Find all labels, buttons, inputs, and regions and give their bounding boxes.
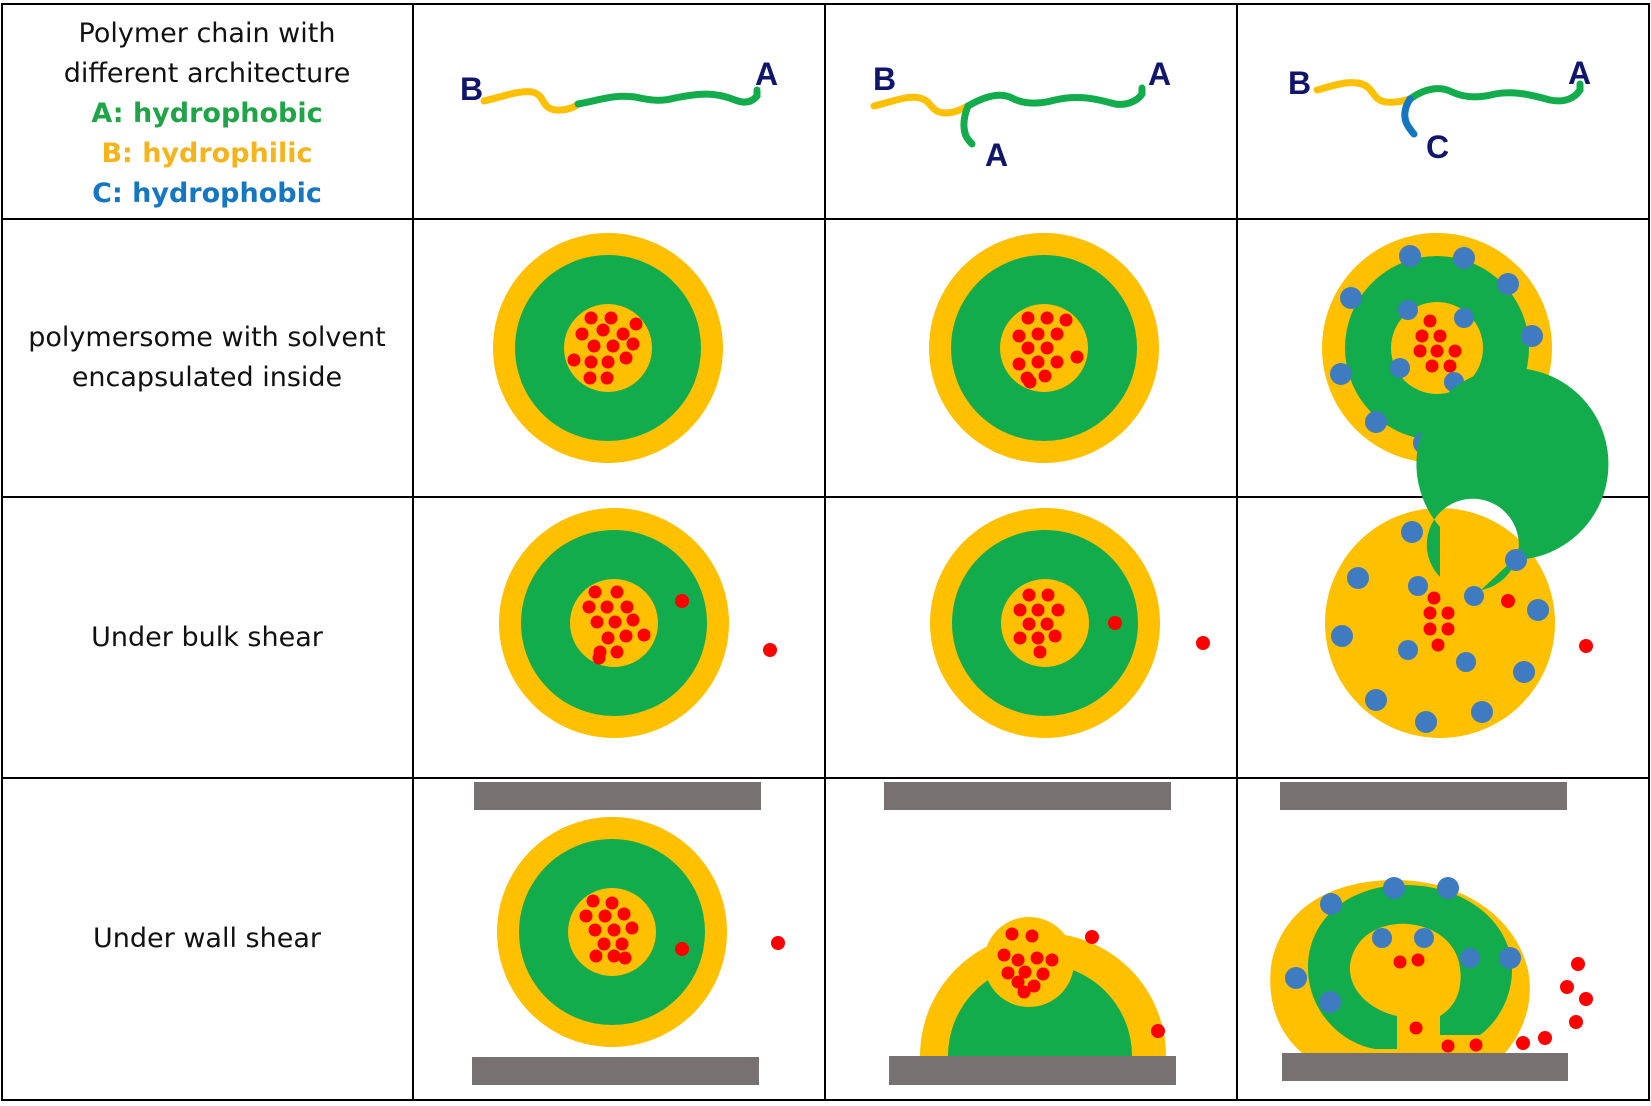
solvent-droplets [582, 585, 777, 665]
walls [472, 782, 1568, 1085]
c-blocks [1285, 877, 1521, 1013]
polymersome-bulk-2 [930, 508, 1210, 738]
chain-label-a-branch: A [985, 137, 1008, 173]
chain-label-c: C [1426, 129, 1449, 165]
polymersome-wall-2 [920, 917, 1166, 1056]
polymersome-rest-1 [493, 233, 723, 463]
row-label-bulk-shear: Under bulk shear [2, 497, 412, 778]
row-label-polymersome-line1: polymersome with solvent [28, 322, 386, 353]
chain-branched-abc: B A C [1288, 55, 1591, 165]
legend-item-a: A: hydrophobic [91, 98, 323, 129]
row-label-wall-shear: Under wall shear [2, 778, 412, 1100]
wall-top-3 [1280, 782, 1567, 810]
chain-segment-b [480, 88, 582, 114]
legend-title-line2: different architecture [63, 58, 351, 89]
chain-segment-a-main [964, 84, 1146, 110]
chain-segment-a [1406, 80, 1584, 105]
row-label-polymersome: polymersome with solvent encapsulated in… [2, 219, 412, 497]
solvent-droplets [1413, 314, 1462, 373]
wall-top-1 [474, 782, 761, 810]
c-blocks [1331, 521, 1549, 733]
polymersome-wall-1 [497, 817, 785, 1047]
chain-segment-a [574, 86, 761, 108]
chain-label-b: B [460, 71, 483, 107]
wall-bottom-1 [472, 1057, 759, 1085]
chain-segment-c [1401, 95, 1418, 138]
legend-item-c: C: hydrophobic [92, 178, 322, 209]
solvent-droplets [567, 311, 643, 385]
solvent-droplets [579, 894, 785, 965]
row-label-polymersome-line2: encapsulated inside [71, 362, 343, 393]
chain-segment-a-branch [960, 102, 976, 148]
chain-segment-b [1313, 79, 1414, 106]
table-grid [1, 3, 1650, 1101]
solvent-droplets [1393, 953, 1593, 1053]
chain-label-a: A [1568, 55, 1591, 91]
wall-bottom-3 [1282, 1053, 1568, 1081]
chain-label-b: B [873, 61, 896, 97]
solvent-droplets [1423, 591, 1593, 653]
chain-label-a-main: A [1148, 56, 1171, 92]
chain-label-b: B [1288, 65, 1311, 101]
solvent-droplets [1012, 311, 1084, 389]
chain-branched-aba: B A A [870, 56, 1171, 173]
chain-segment-b [870, 93, 972, 117]
polymersome-wall-3 [1270, 877, 1593, 1053]
polymersome-bulk-1 [499, 508, 777, 738]
wall-bottom-2 [889, 1056, 1176, 1085]
polymersome-bulk-3 [1325, 368, 1609, 738]
solvent-droplets [1013, 588, 1210, 659]
chain-linear-ab: B A [460, 56, 778, 114]
legend-title-line1: Polymer chain with [78, 18, 336, 49]
chain-label-a: A [755, 56, 778, 92]
wall-top-2 [884, 782, 1171, 810]
polymersome-rest-2 [929, 233, 1159, 463]
row-label-bulk-shear-text: Under bulk shear [91, 621, 323, 653]
legend-cell: Polymer chain with different architectur… [2, 6, 412, 220]
row-label-wall-shear-text: Under wall shear [93, 923, 321, 954]
solvent-droplets [997, 927, 1165, 1038]
legend-item-b: B: hydrophilic [101, 138, 313, 169]
